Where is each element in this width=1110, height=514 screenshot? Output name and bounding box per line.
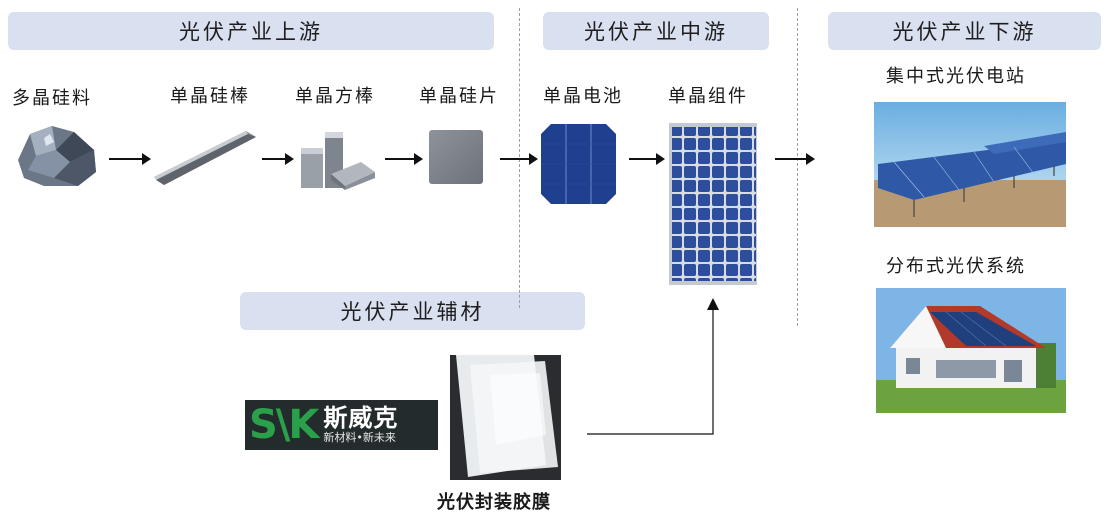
arrow-module-to-downstream [775,153,815,165]
midstream-section-bar: 光伏产业中游 [543,12,769,50]
mono-wafer-image [429,130,483,184]
upstream-title: 光伏产业上游 [179,20,323,44]
arrow-poly-to-rod [109,153,151,165]
arrow-wafer-to-cell [500,153,538,165]
auxiliary-section-bar: 光伏产业辅材 [240,292,585,330]
arrow-cell-to-module [629,153,665,165]
encapsulation-film-image [450,355,561,480]
polysilicon-image [18,126,96,186]
downstream-title: 光伏产业下游 [892,20,1037,44]
centralized-station-image [874,102,1066,227]
distributed-system-label: 分布式光伏系统 [886,256,1026,277]
auxiliary-title: 光伏产业辅材 [340,300,485,324]
mono-wafer-label: 单晶硅片 [419,86,499,107]
centralized-station-label: 集中式光伏电站 [886,66,1026,87]
mono-cell-image [541,124,616,204]
swk-logo-slogan: 新材料•新未来 [323,431,396,444]
swk-logo-name: 斯威克 [323,404,399,432]
swk-logo: S\K 斯威克 新材料•新未来 [245,400,438,450]
arrow-square-to-wafer [385,153,423,165]
midstream-downstream-divider [797,8,798,326]
mono-rod-label: 单晶硅棒 [170,86,250,107]
mono-rod-image [154,131,256,185]
swk-logo-mark: S\K [249,402,319,448]
mono-square-rod-image [301,132,375,190]
upstream-section-bar: 光伏产业上游 [8,12,494,50]
mono-module-label: 单晶组件 [668,86,748,107]
downstream-section-bar: 光伏产业下游 [828,12,1101,50]
polysilicon-label: 多晶硅料 [12,88,92,109]
arrow-rod-to-square [262,153,294,165]
distributed-system-image [876,288,1066,413]
midstream-title: 光伏产业中游 [584,20,728,44]
film-caption: 光伏封装胶膜 [437,492,551,513]
mono-module-image [669,123,757,285]
mono-square-rod-label: 单晶方棒 [295,86,375,107]
arrow-film-to-module [587,298,719,435]
mono-cell-label: 单晶电池 [543,86,623,107]
